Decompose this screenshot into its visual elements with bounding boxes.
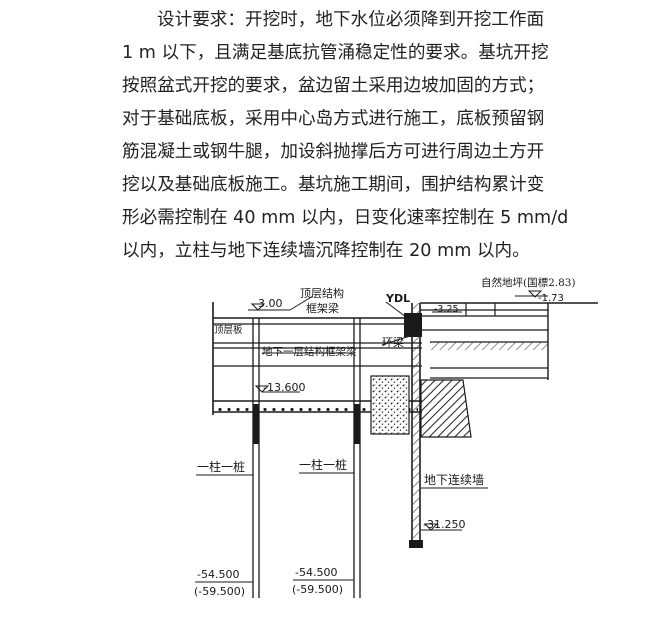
paragraph-line: 以内，立柱与地下连续墙沉降控制在 20 mm 以内。 <box>122 241 530 261</box>
paragraph-line: 1 m 以下，且满足基底抗管涌稳定性的要求。基坑开挖 <box>122 43 549 63</box>
paragraph-line: 对于基础底板，采用中心岛方式进行施工，底板预留钢 <box>122 109 545 129</box>
pile-1-bottom-elev-paren: (-59.500) <box>194 585 245 598</box>
elev-top-label: -3.00 <box>254 297 282 310</box>
paragraph-line: 按照盆式开挖的要求，盆边留土采用边坡加固的方式； <box>122 76 545 96</box>
diaphragm-wall-fill <box>413 303 419 545</box>
base-slab-dots <box>218 403 418 411</box>
elev-mid-triangle <box>254 385 270 393</box>
diaphragm-wall-label: 地下连续墙 <box>424 472 484 487</box>
roof-beam-label-line2: 框架梁 <box>306 301 339 315</box>
pile-2-bottom-elev: -54.500 <box>295 566 337 579</box>
pile-1-cap <box>253 404 259 444</box>
ground-elev-triangle <box>527 290 543 298</box>
roof-elev-right-label: -3.25 <box>434 304 459 315</box>
ydl-label: YDL <box>385 292 410 305</box>
diaphragm-wall-toe <box>409 540 423 548</box>
design-requirements-paragraph: 设计要求：开挖时，地下水位必须降到开挖工作面 1 m 以下，且满足基底抗管涌稳定… <box>122 4 622 268</box>
roof-beam-label-line1: 顶层结构 <box>300 286 344 300</box>
pile-2-label: 一柱一桩 <box>299 457 347 472</box>
right-slab-hatch <box>430 342 548 350</box>
pile-1-label: 一柱一桩 <box>197 459 245 474</box>
roof-beam-leader <box>289 295 314 311</box>
paragraph-line: 挖以及基础底板施工。基坑施工期间，围护结构累计变 <box>122 175 545 195</box>
ring-beam-label: 环梁 <box>382 335 404 349</box>
soil-berm-outline <box>370 375 410 435</box>
ring-beam-block <box>404 313 422 337</box>
elev-top-triangle <box>250 303 266 311</box>
natural-ground-label: 自然地坪(国標2.83) <box>481 276 576 289</box>
left-top-tag: 顶层板 <box>214 324 243 336</box>
pile-2-bottom-elev-paren: (-59.500) <box>292 583 343 596</box>
wall-elev-triangle <box>423 523 439 531</box>
b1-frame-beam-label: 地下一层结构框架梁 <box>262 345 357 358</box>
paragraph-line: 筋混凝土或钢牛腿，加设斜抛撑后方可进行周边土方开 <box>122 142 545 162</box>
wall-bottom-elev-label: -31.250 <box>423 518 465 531</box>
pile-2-cap <box>354 404 360 444</box>
pile-1-bottom-elev: -54.500 <box>197 568 239 581</box>
soil-berm <box>370 375 410 435</box>
slope-reinforcement <box>420 379 472 438</box>
ground-elev-label: -1.73 <box>538 293 564 304</box>
paragraph-line: 形必需控制在 40 mm 以内，日变化速率控制在 5 mm/d <box>122 208 569 228</box>
ydl-leader <box>385 301 411 321</box>
ring-beam-leader <box>381 335 411 346</box>
elev-mid-label: -13.600 <box>263 381 305 394</box>
paragraph-line: 设计要求：开挖时，地下水位必须降到开挖工作面 <box>157 10 545 30</box>
